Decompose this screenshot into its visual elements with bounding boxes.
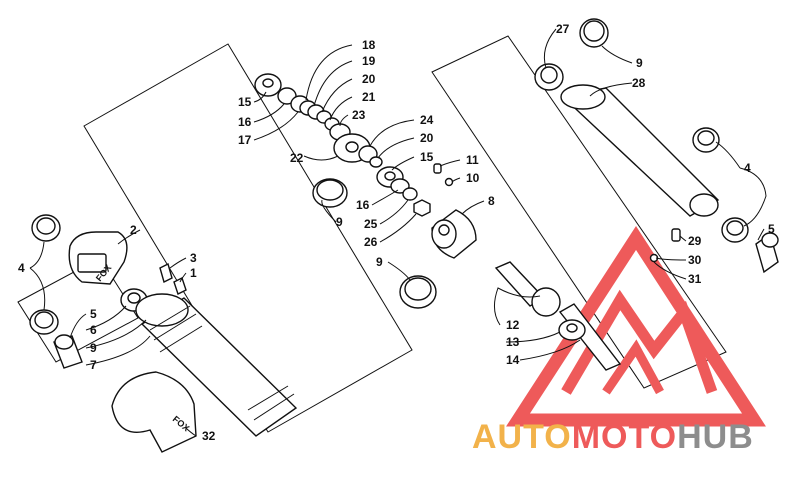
callout-25: 25 [364,217,378,231]
callout-24: 24 [420,113,434,127]
callout-20: 20 [362,72,376,86]
callout-4-left: 4 [18,261,25,275]
shock-body: FOX FOX [29,214,298,453]
callout-9-reservoir: 9 [636,56,643,70]
part-10 [444,177,454,187]
callout-5-right: 5 [768,222,775,236]
part-29 [671,228,681,242]
logo-hub: HUB [677,418,754,456]
callout-19: 19 [362,54,376,68]
callout-6: 6 [90,323,97,337]
callout-21: 21 [362,90,376,104]
callout-23: 23 [352,108,366,122]
callout-28: 28 [632,76,646,90]
logo-moto: MOTO [572,418,677,456]
piston-assembly [399,163,622,371]
panel-right [431,35,727,389]
callout-8: 8 [488,194,495,208]
callout-2: 2 [130,223,137,237]
callout-9-piston: 9 [376,255,383,269]
panel-left [17,257,139,363]
callout-4-right: 4 [744,161,751,175]
leader-lines [29,28,767,437]
callout-16-lower: 16 [356,198,370,212]
svg-text:AUTOMOTOHUB: AUTOMOTOHUB [472,418,754,456]
callout-15-lower: 15 [420,150,434,164]
callout-18: 18 [362,38,376,52]
callout-27: 27 [556,22,570,36]
callout-16-top: 16 [238,115,252,129]
part-3 [159,262,173,284]
callout-11: 11 [466,153,479,167]
callout-labels: 18 19 20 21 23 24 20 15 16 17 22 15 16 2… [18,22,775,443]
callout-20-lower: 20 [420,131,434,145]
callout-1: 1 [190,266,197,280]
callout-15-top: 15 [238,95,252,109]
part-26-nut [413,199,431,217]
watermark-logo: AUTOMOTOHUB [472,226,766,456]
part-9-body-top [135,293,189,327]
callout-5-left: 5 [90,307,97,321]
callout-9-body: 9 [90,341,97,355]
callout-31: 31 [688,272,702,286]
callout-17: 17 [238,133,252,147]
callout-9-center: 9 [336,215,343,229]
callout-10: 10 [466,171,480,185]
part-25 [402,187,418,201]
callout-26: 26 [364,235,378,249]
callout-22: 22 [290,151,304,165]
reservoir [534,18,779,274]
part-11 [433,163,442,174]
callout-13: 13 [506,335,520,349]
callout-29: 29 [688,234,702,248]
callout-14: 14 [506,353,520,367]
callout-30: 30 [688,253,702,267]
callout-7: 7 [90,358,97,372]
valve-stack [254,73,431,217]
part-1 [173,277,187,295]
part-20-lower [369,156,383,168]
part-32-cover [111,371,197,453]
logo-auto: AUTO [472,418,572,456]
callout-3: 3 [190,251,197,265]
callout-32: 32 [202,429,216,443]
callout-12: 12 [506,318,520,332]
